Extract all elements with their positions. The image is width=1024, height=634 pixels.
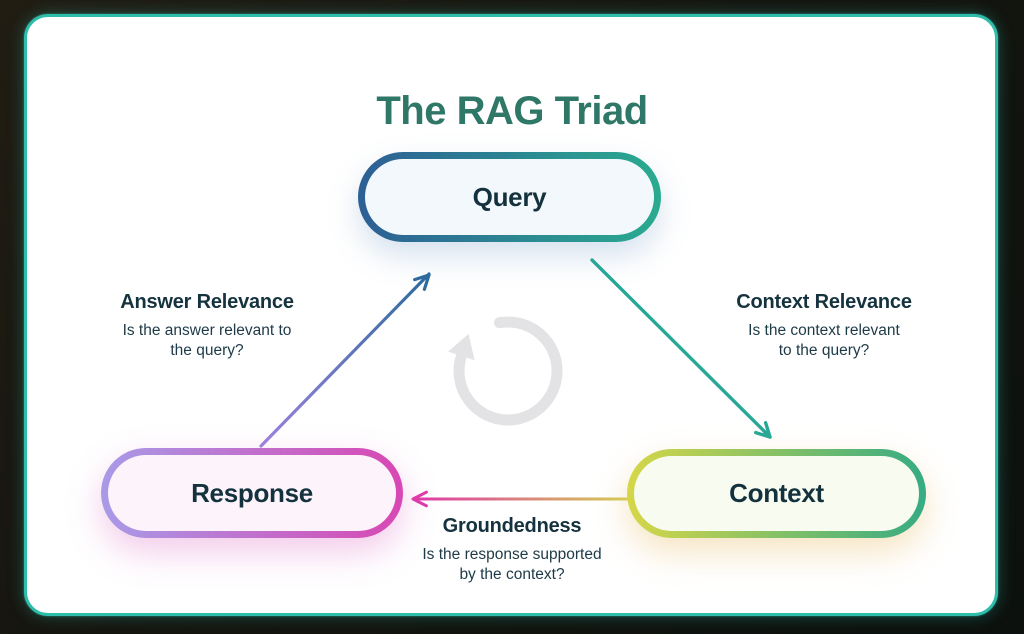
node-context: Context — [627, 449, 926, 538]
node-context-label: Context — [729, 478, 824, 508]
node-response-label: Response — [191, 477, 313, 508]
answer-relevance-title: Answer Relevance — [120, 291, 294, 313]
context-relevance-title: Context Relevance — [736, 291, 912, 313]
groundedness-description-line2: by the context? — [459, 566, 565, 583]
node-response: Response — [101, 448, 403, 538]
node-query-label: Query — [472, 181, 547, 212]
node-query: Query — [358, 152, 661, 242]
context-relevance-description-line2: to the query? — [778, 342, 870, 359]
context-relevance-description-line1: Is the context relevant — [748, 322, 900, 339]
edge-label-context-relevance: Context Relevance Is the context relevan… — [664, 291, 984, 361]
diagram-title: The RAG Triad — [376, 88, 648, 133]
groundedness-title: Groundedness — [442, 515, 582, 537]
answer-relevance-description-line2: the query? — [170, 342, 244, 359]
groundedness-description-line1: Is the response supported — [422, 546, 602, 563]
answer-relevance-description-line1: Is the answer relevant to — [122, 322, 292, 339]
edge-label-groundedness: Groundedness Is the response supported b… — [352, 515, 672, 585]
edge-label-answer-relevance: Answer Relevance Is the answer relevant … — [47, 291, 367, 361]
